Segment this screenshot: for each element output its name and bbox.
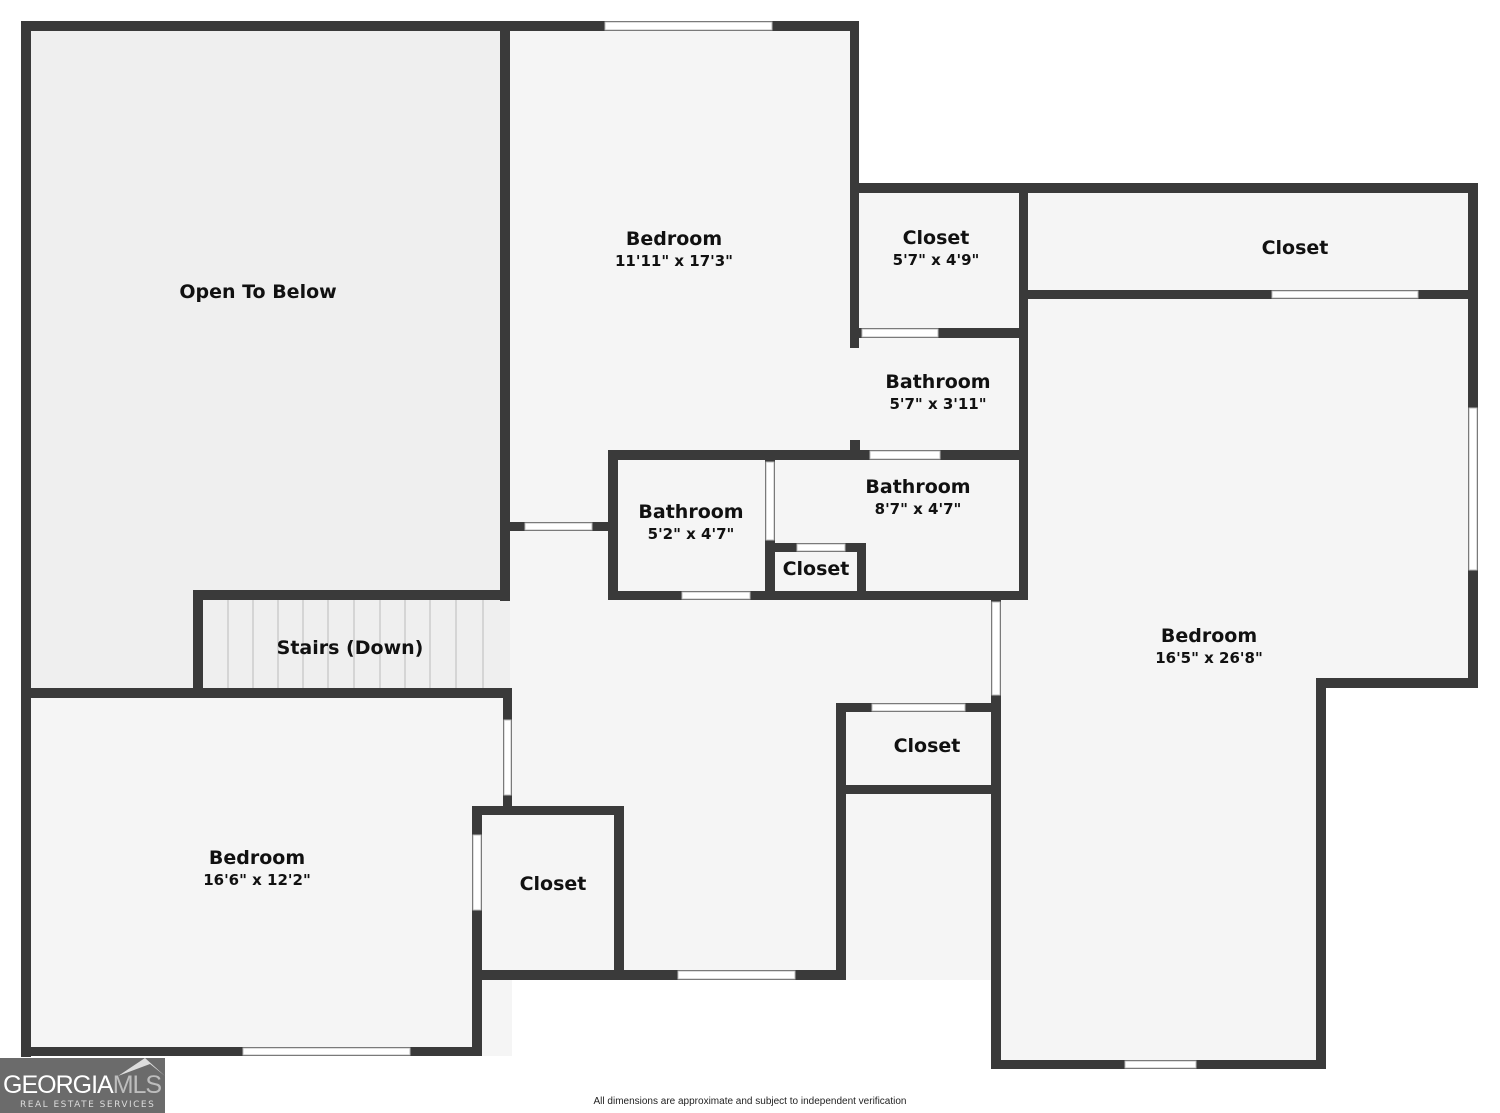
stairs xyxy=(227,600,484,690)
room-name: Open To Below xyxy=(179,281,337,303)
room-bedroom-2: Bedroom 11'11" x 17'3" xyxy=(615,227,733,271)
window xyxy=(677,970,796,980)
door-opening xyxy=(524,522,593,531)
window xyxy=(242,1047,411,1056)
door-opening xyxy=(861,328,939,338)
logo-brand-a: GEORGIA xyxy=(3,1071,114,1099)
window xyxy=(1124,1060,1197,1069)
room-name: Bedroom xyxy=(1160,625,1258,647)
door-opening xyxy=(765,461,775,541)
room-name: Closet xyxy=(519,873,587,895)
room-name: Bathroom xyxy=(865,476,971,498)
door-opening xyxy=(681,591,751,600)
closet-floor xyxy=(472,806,624,980)
room-name: Bathroom xyxy=(638,501,744,523)
door-opening xyxy=(503,719,512,796)
room-closet-e: Closet xyxy=(520,872,587,896)
door-opening xyxy=(796,543,846,552)
window xyxy=(604,21,773,31)
window xyxy=(1468,407,1478,571)
georgia-mls-logo: GEORGIAMLS REAL ESTATE SERVICES xyxy=(0,1058,165,1113)
room-name: Bedroom xyxy=(208,847,306,869)
room-dims: 11'11" x 17'3" xyxy=(615,252,733,270)
room-dims: 16'6" x 12'2" xyxy=(203,871,311,889)
door-opening xyxy=(1271,290,1419,299)
door-opening xyxy=(472,834,482,911)
room-bedroom-3: Bedroom 16'6" x 12'2" xyxy=(203,846,311,890)
room-name: Bathroom xyxy=(885,371,991,393)
room-dims: 16'5" x 26'8" xyxy=(1155,649,1263,667)
bedroom-1-floor xyxy=(500,21,858,621)
floor-fills xyxy=(21,21,1478,1069)
room-dims: 5'7" x 3'11" xyxy=(889,395,987,413)
room-name: Closet xyxy=(893,735,961,757)
room-open-to-below: Open To Below xyxy=(179,280,336,304)
room-closet-b: Closet xyxy=(1262,236,1329,260)
room-name: Stairs (Down) xyxy=(276,637,424,659)
disclaimer: All dimensions are approximate and subje… xyxy=(593,1096,907,1107)
room-bathroom-a: Bathroom 5'7" x 3'11" xyxy=(885,370,990,414)
room-bathroom-c: Bathroom 5'2" x 4'7" xyxy=(638,500,743,544)
bedroom-3-floor xyxy=(21,688,512,1056)
room-closet-c: Closet xyxy=(783,557,850,581)
openings xyxy=(242,21,1478,1069)
room-stairs: Stairs (Down) xyxy=(277,636,424,660)
door-opening xyxy=(869,450,941,460)
room-dims: 5'7" x 4'9" xyxy=(892,251,980,269)
master-bedroom-floor xyxy=(991,600,1326,1069)
door-opening xyxy=(871,703,966,712)
roof-icon xyxy=(118,1058,165,1076)
room-name: Closet xyxy=(1261,237,1329,259)
room-dims: 8'7" x 4'7" xyxy=(874,500,962,518)
room-bedroom-master: Bedroom 16'5" x 26'8" xyxy=(1155,624,1263,668)
room-closet-a: Closet 5'7" x 4'9" xyxy=(893,226,980,270)
room-bathroom-b: Bathroom 8'7" x 4'7" xyxy=(865,475,970,519)
room-name: Closet xyxy=(782,558,850,580)
door-opening xyxy=(991,601,1001,696)
room-name: Bedroom xyxy=(625,228,723,250)
logo-brand-b: MLS xyxy=(112,1071,162,1099)
room-dims: 5'2" x 4'7" xyxy=(647,525,735,543)
room-closet-d: Closet xyxy=(894,734,961,758)
room-name: Closet xyxy=(902,227,970,249)
logo-tagline: REAL ESTATE SERVICES xyxy=(20,1100,156,1110)
